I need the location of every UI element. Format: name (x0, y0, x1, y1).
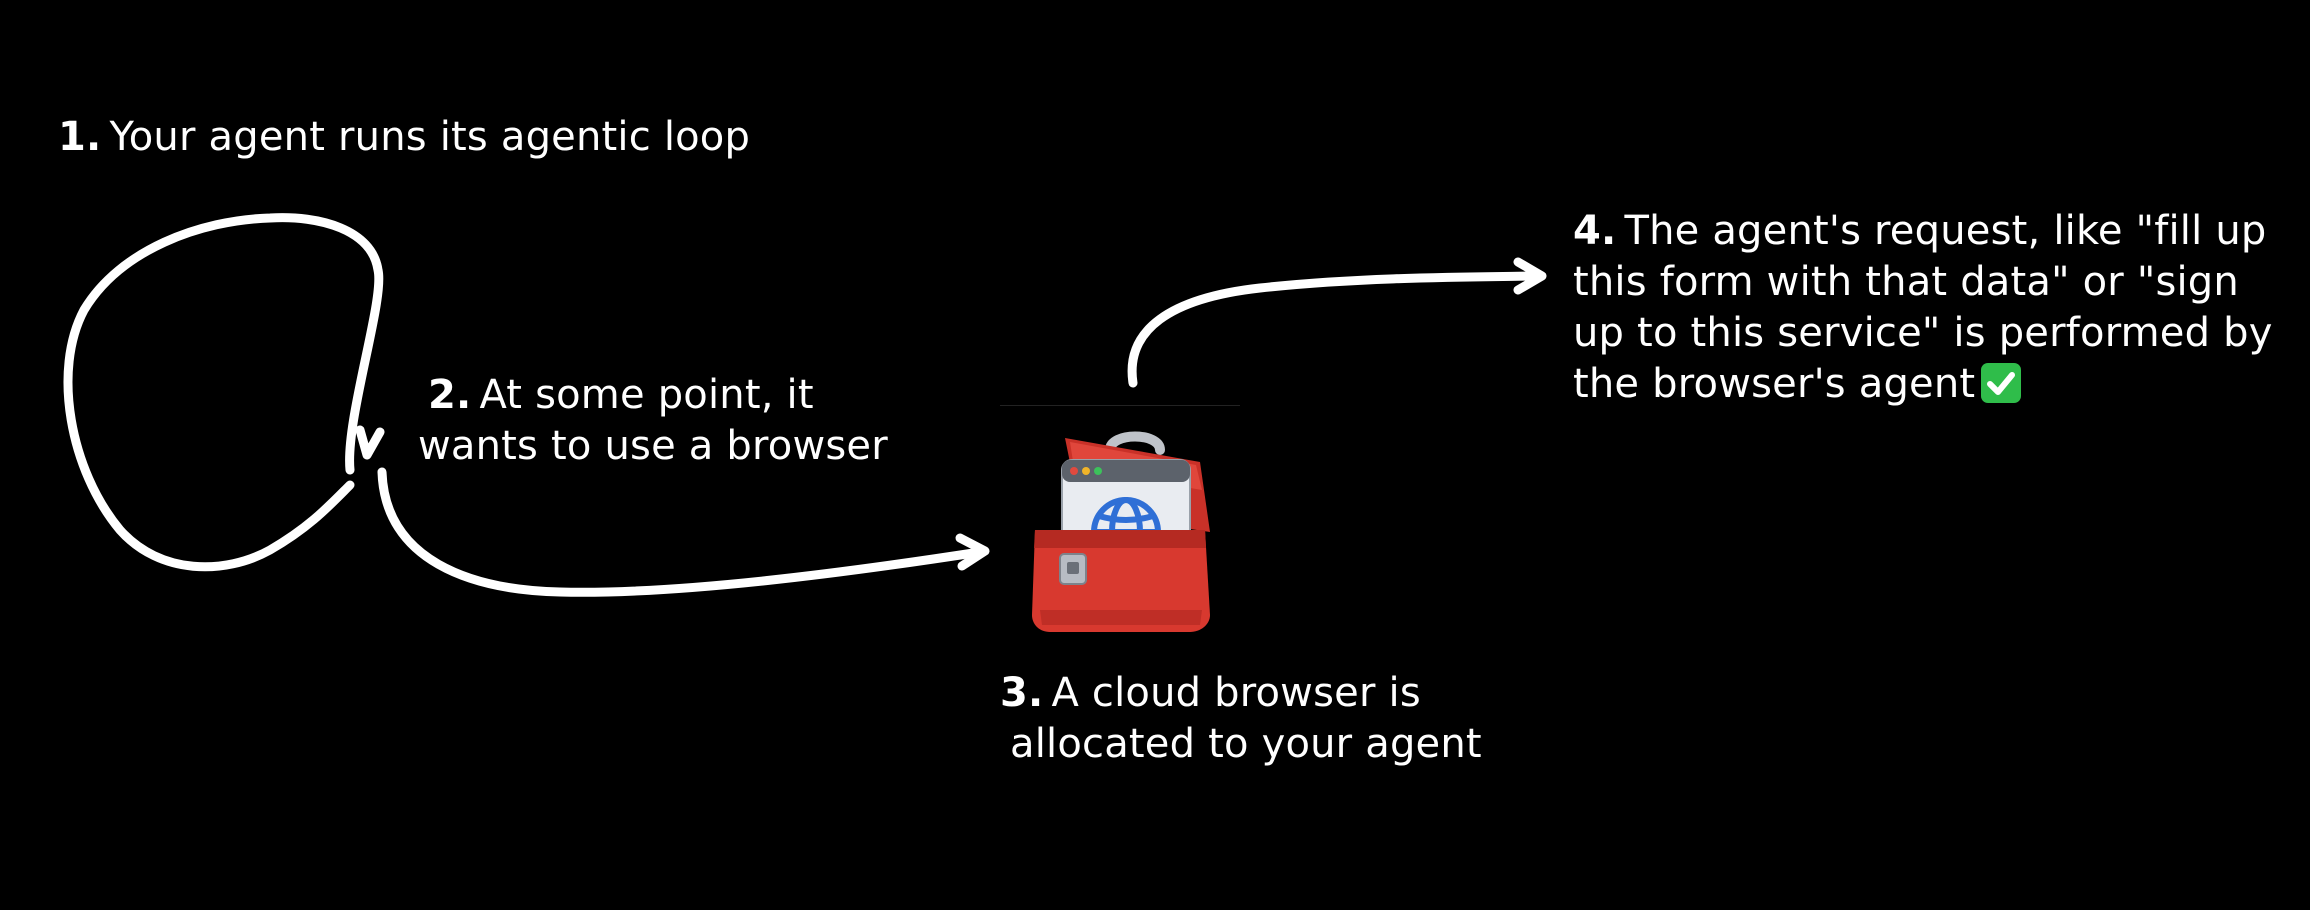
toolbox-browser-icon (1032, 431, 1210, 632)
arrow-to-browser (377, 467, 985, 597)
step-4-number: 4. (1573, 208, 1617, 254)
step-3-text-line-2: allocated to your agent (1010, 721, 1482, 767)
loop-arrow (63, 213, 384, 572)
step-1-text: Your agent runs its agentic loop (109, 114, 751, 160)
divider-line (1000, 405, 1240, 406)
check-mark-icon (1981, 363, 2022, 403)
step-4-text-line-4: the browser's agent (1573, 361, 1976, 407)
arrow-to-result-head (1513, 257, 1547, 295)
step-1-label: 1.Your agent runs its agentic loop (58, 112, 750, 163)
step-3-number: 3. (1000, 670, 1044, 716)
step-4-label: 4.The agent's request, like "fill up thi… (1573, 206, 2273, 410)
step-2-text-line-2: wants to use a browser (418, 423, 888, 469)
step-4-text-line-2: this form with that data" or "sign (1573, 259, 2239, 305)
step-1-number: 1. (58, 114, 102, 160)
step-3-label: 3.A cloud browser is allocated to your a… (1000, 668, 1482, 770)
step-2-text-line-1: At some point, it (479, 372, 814, 418)
arrow-to-result (1127, 271, 1543, 388)
loop-arrowhead (355, 425, 385, 460)
step-2-number: 2. (428, 372, 472, 418)
step-4-text-line-1: The agent's request, like "fill up (1624, 208, 2267, 254)
step-2-label: 2.At some point, it wants to use a brows… (418, 370, 888, 472)
step-4-text-line-3: up to this service" is performed by (1573, 310, 2273, 356)
step-3-text-line-1: A cloud browser is (1051, 670, 1421, 716)
arrow-to-browser-head (955, 533, 990, 571)
